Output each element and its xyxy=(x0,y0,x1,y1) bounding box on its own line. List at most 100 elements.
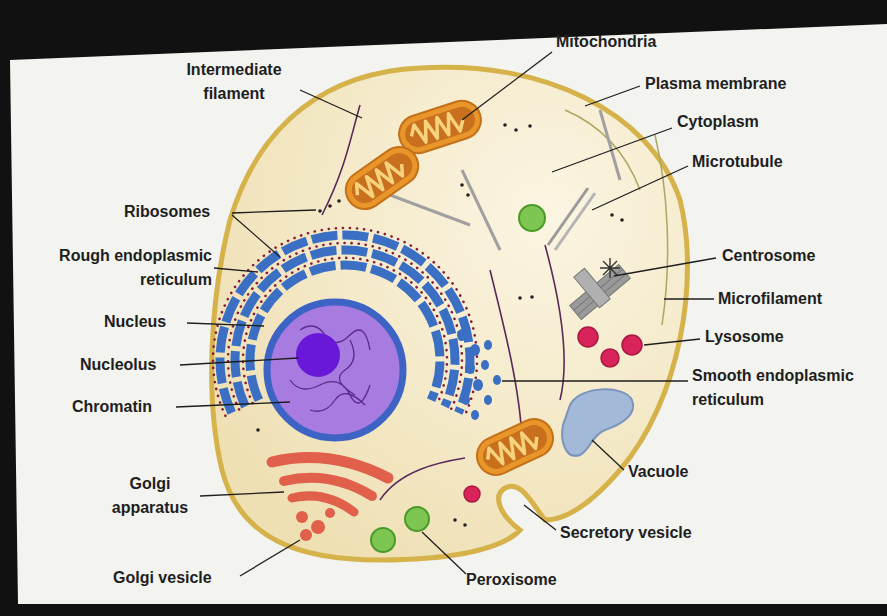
part-label: Plasma membrane xyxy=(645,72,786,96)
lysosome xyxy=(464,486,480,502)
leader-line xyxy=(462,52,552,120)
golgi-vesicle xyxy=(300,529,312,541)
smooth-er-vesicle xyxy=(493,375,501,385)
part-label: Chromatin xyxy=(72,395,152,419)
microtubule xyxy=(462,170,500,250)
mitochondrion-inner xyxy=(347,148,418,208)
mitochondrion xyxy=(338,139,425,216)
microtubule xyxy=(390,110,620,250)
leader-line xyxy=(232,215,280,257)
leader-line xyxy=(214,268,258,272)
golgi-vesicle xyxy=(296,511,308,523)
ribosome xyxy=(466,193,470,197)
leader-line xyxy=(240,540,300,576)
part-label: Microfilament xyxy=(718,287,822,311)
intermediate-filament xyxy=(545,245,564,400)
smooth-er-vesicle xyxy=(465,362,475,374)
centriole xyxy=(570,265,631,320)
screen-panel xyxy=(10,24,887,604)
golgi-vesicle xyxy=(325,508,335,518)
peroxisomes xyxy=(371,205,545,552)
part-label: Smooth endoplasmic reticulum xyxy=(692,364,878,412)
ribosome xyxy=(337,199,341,203)
leader-lines xyxy=(176,52,716,576)
mitochondrion-inner xyxy=(402,104,479,151)
smooth-er xyxy=(457,329,501,420)
nucleus xyxy=(267,302,403,438)
smooth-er-vesicle xyxy=(484,340,492,350)
ribosome xyxy=(610,213,614,217)
mitochondrion-inner xyxy=(479,421,552,473)
lysosome xyxy=(601,349,619,367)
part-label: Centrosome xyxy=(722,244,815,268)
intermediate-filament xyxy=(490,270,522,440)
leader-line xyxy=(614,258,716,276)
ribosome xyxy=(453,518,457,522)
part-label: Microtubule xyxy=(692,150,783,174)
leader-line xyxy=(592,166,688,210)
leader-line xyxy=(187,323,264,326)
smooth-er-vesicle xyxy=(457,329,467,341)
golgi-vesicles xyxy=(296,508,335,541)
microtubule xyxy=(600,110,620,180)
leader-line xyxy=(592,440,624,470)
part-label: Mitochondria xyxy=(556,30,656,54)
part-label: Intermediate filament xyxy=(166,58,302,106)
nucleolus xyxy=(296,333,340,377)
ribosome xyxy=(620,218,624,222)
leader-line xyxy=(644,339,700,345)
leader-line xyxy=(585,86,640,106)
free-ribosomes xyxy=(256,123,624,527)
cristae xyxy=(352,156,408,203)
part-label: Nucleolus xyxy=(80,353,156,377)
peroxisome xyxy=(519,205,545,231)
microtubule xyxy=(548,188,588,245)
leader-line xyxy=(176,402,290,407)
mitochondrion-outer xyxy=(471,413,560,481)
golgi-apparatus xyxy=(272,458,388,512)
part-label: Golgi vesicle xyxy=(113,566,212,590)
peroxisome xyxy=(371,528,395,552)
leader-line xyxy=(200,492,284,496)
peroxisome xyxy=(405,507,429,531)
ribosome xyxy=(460,183,464,187)
part-label: Golgi apparatus xyxy=(100,472,200,520)
leader-line xyxy=(502,380,688,381)
part-label: Ribosomes xyxy=(124,200,210,224)
leader-line xyxy=(300,90,362,118)
ribosome xyxy=(518,296,522,300)
microtubule xyxy=(555,193,595,250)
plasma-membrane xyxy=(212,67,688,560)
mitochondrion-outer xyxy=(338,139,425,216)
ribosome xyxy=(318,209,322,213)
part-label: Lysosome xyxy=(705,325,784,349)
smooth-er-vesicle xyxy=(484,395,492,405)
lysosome xyxy=(578,327,598,347)
part-label: Cytoplasm xyxy=(677,110,759,134)
cristae xyxy=(408,110,466,146)
ribosome xyxy=(463,523,467,527)
lysosomes xyxy=(464,327,642,502)
ribosome xyxy=(256,428,260,432)
smooth-er-vesicle xyxy=(471,410,479,420)
microtubule xyxy=(390,195,470,225)
ribosome xyxy=(503,123,507,127)
cristae xyxy=(484,428,541,469)
microfilament xyxy=(565,110,640,190)
leader-line xyxy=(664,298,714,299)
part-label: Vacuole xyxy=(628,460,688,484)
chromatin xyxy=(290,326,370,411)
leader-line xyxy=(422,532,466,574)
part-label: Rough endoplasmic reticulum xyxy=(16,244,212,292)
centrosome xyxy=(570,265,631,320)
ribosome xyxy=(328,204,332,208)
microfilament xyxy=(655,135,668,325)
smooth-er-vesicle xyxy=(470,344,480,356)
smooth-er-vesicle xyxy=(481,360,489,370)
ribosome xyxy=(514,128,518,132)
ribosome xyxy=(530,295,534,299)
golgi-cisterna xyxy=(292,496,354,512)
